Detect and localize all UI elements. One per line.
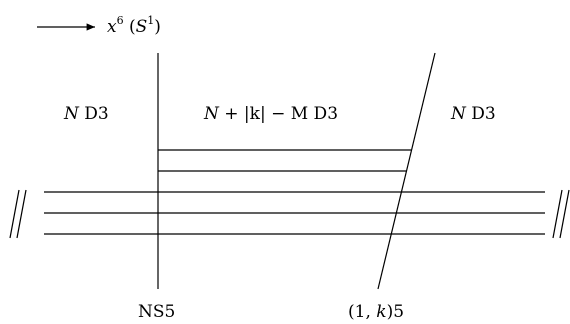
right-region-label: N D3 (450, 104, 496, 124)
one-k-fivebrane-label: (1, k)5 (348, 302, 404, 322)
left-identification-mark (9, 189, 27, 239)
x6-axis-label: x6 (S1) (107, 14, 161, 37)
middle-region-label: N + |k| − M D3 (203, 104, 338, 124)
ns5-label: NS5 (138, 302, 175, 322)
left-region-label: N D3 (63, 104, 109, 124)
right-identification-mark (552, 189, 570, 239)
one-k-fivebrane (377, 52, 436, 290)
